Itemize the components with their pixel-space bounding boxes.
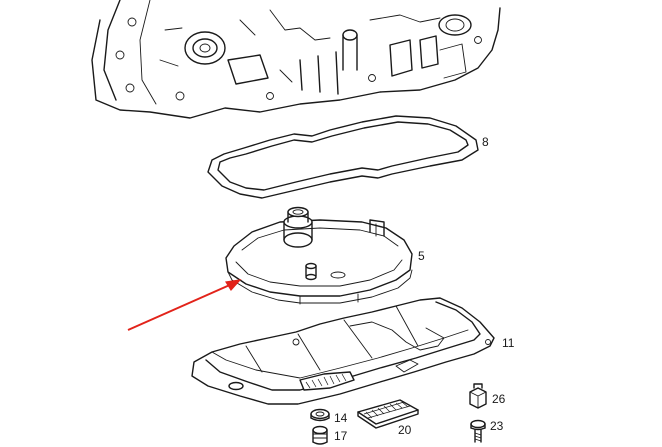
clip-26 [469,383,487,409]
screw-23 [470,419,486,443]
transmission-housing [91,0,501,119]
pointer-arrow [127,279,242,331]
callout-14: 14 [334,411,348,425]
transmission-filter [225,206,413,305]
callout-8: 8 [482,135,489,149]
callout-26: 26 [492,392,506,406]
pan-gasket [207,115,479,199]
callout-20: 20 [398,423,412,437]
sealing-ring-14 [310,408,330,422]
oil-pan [191,297,495,405]
pointer-arrow-shaft [127,283,233,331]
pointer-arrow-head [225,279,242,291]
callout-23: 23 [490,419,504,433]
magnet-20 [357,399,419,429]
drain-plug-17 [312,425,328,445]
callout-5: 5 [418,249,425,263]
callout-11: 11 [502,336,515,350]
callout-17: 17 [334,429,348,443]
